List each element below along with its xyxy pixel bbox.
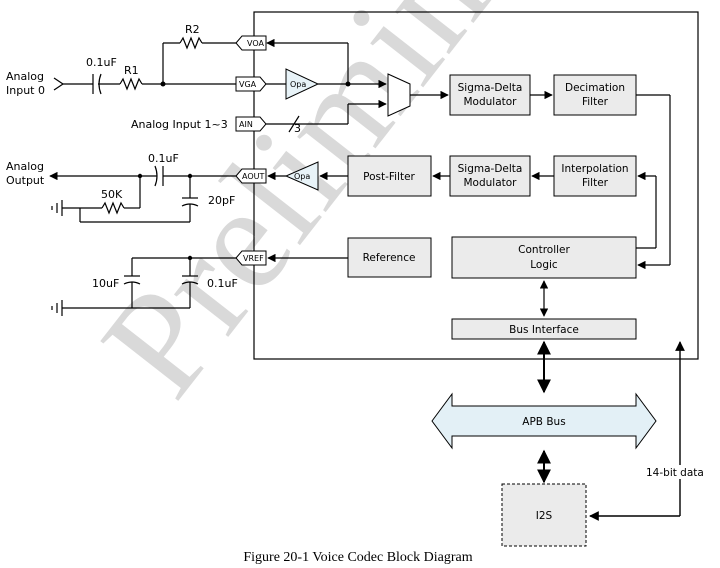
c01uf-ref-label: 0.1uF (207, 277, 238, 290)
bus-width-label: 3 (294, 122, 301, 135)
chip-boundary (253, 11, 699, 360)
output-cap-label: 0.1uF (148, 152, 179, 165)
sd-bottom-line1: Sigma-Delta (458, 163, 523, 175)
r1-resistor (119, 77, 143, 91)
input-cap-label: 0.1uF (86, 56, 117, 69)
pin-voa (235, 35, 267, 51)
decimation-filter (553, 74, 637, 116)
pin-voa-label: VOA (247, 39, 264, 48)
r2-resistor (179, 36, 203, 50)
bus-interface (451, 318, 637, 340)
analog-input0-label-2: Input 0 (6, 84, 45, 97)
i2s-label: I2S (536, 510, 553, 522)
apb-bus (431, 392, 657, 450)
reference-block (347, 237, 432, 278)
analog-output-label-2: Output (6, 174, 45, 187)
controller-line2: Logic (530, 259, 558, 271)
ground-icon (51, 200, 63, 216)
r2-label: R2 (185, 23, 200, 36)
pin-aout (235, 168, 267, 184)
input-mux (387, 73, 411, 117)
figure-caption: Figure 20-1 Voice Codec Block Diagram (243, 550, 472, 565)
input-connector-icon (53, 77, 65, 91)
i2s-block (501, 483, 587, 547)
post-filter (347, 155, 432, 197)
sd-top-line2: Modulator (463, 96, 517, 108)
reference-label: Reference (363, 252, 416, 264)
c10uf-label: 10uF (92, 277, 119, 290)
data-width-label: 14-bit data (646, 467, 704, 479)
sd-bottom-line2: Modulator (463, 177, 517, 189)
interpolation-filter (553, 155, 637, 197)
pin-vref-label: VREF (243, 254, 264, 263)
analog-input-1-3-label: Analog Input 1~3 (131, 118, 228, 131)
controller-line1: Controller (518, 244, 570, 256)
r50k-resistor (101, 201, 125, 215)
post-filter-label: Post-Filter (363, 171, 415, 183)
output-opamp-label: Opa (294, 172, 310, 181)
sigma-delta-modulator-dac (449, 155, 531, 197)
pin-ain-label: AIN (239, 120, 253, 129)
pin-vga-label: VGA (239, 80, 257, 89)
sd-top-line1: Sigma-Delta (458, 82, 523, 94)
decimation-line1: Decimation (565, 82, 625, 94)
interp-line2: Filter (582, 177, 609, 189)
input-opamp (285, 68, 320, 100)
pin-vga (235, 76, 267, 92)
r50k-label: 50K (101, 188, 123, 201)
sigma-delta-modulator-adc (449, 74, 531, 116)
output-opamp (284, 161, 319, 191)
analog-output-label: Analog (6, 160, 44, 173)
interp-line1: Interpolation (561, 163, 628, 175)
apb-bus-label: APB Bus (522, 416, 565, 428)
c20pf-label: 20pF (208, 194, 235, 207)
analog-input0-label: Analog (6, 70, 44, 83)
pin-aout-label: AOUT (242, 172, 264, 181)
r1-label: R1 (124, 64, 139, 77)
bus-interface-label: Bus Interface (509, 324, 579, 336)
watermark: Preliminary (70, 0, 637, 425)
pin-vref (235, 250, 267, 266)
decimation-line2: Filter (582, 96, 609, 108)
input-opamp-label: Opa (290, 80, 306, 89)
ground-icon (51, 300, 63, 316)
controller-logic (451, 236, 637, 279)
pin-ain (235, 116, 267, 132)
